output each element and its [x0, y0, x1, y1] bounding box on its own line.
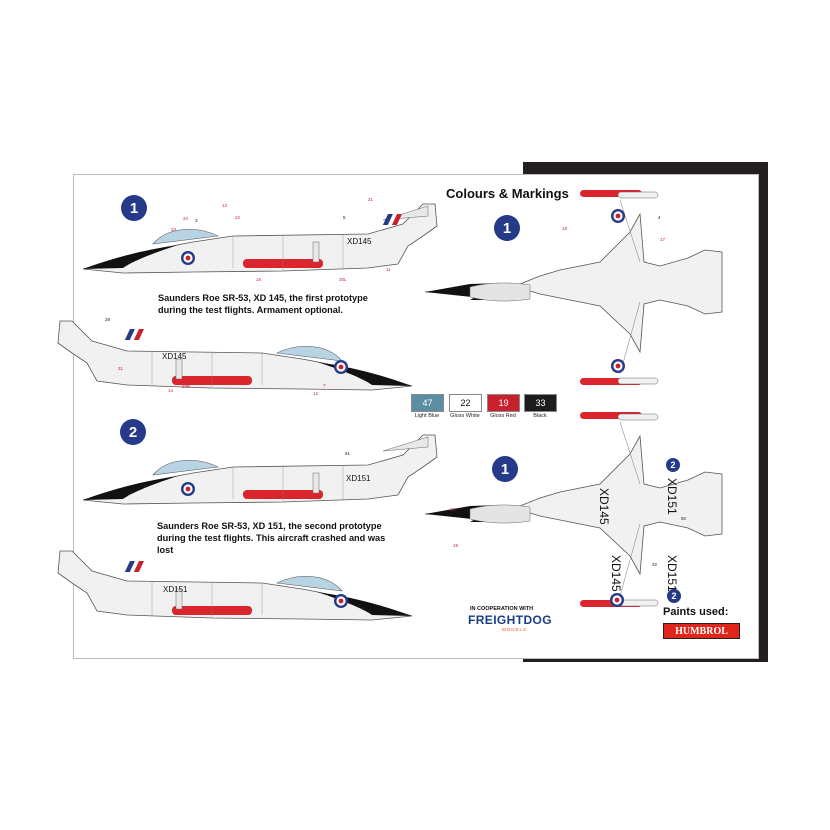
- paint-label-light-blue: Light Blue: [414, 413, 440, 419]
- scheme1-left-serial: XD145: [347, 237, 372, 246]
- paint-swatch-gloss-red: 19: [487, 394, 520, 412]
- svg-text:7: 7: [323, 383, 326, 388]
- svg-text:28: 28: [105, 317, 111, 322]
- svg-text:24: 24: [183, 216, 189, 221]
- scheme2-left-profile: [82, 434, 438, 505]
- scheme2-left-serial: XD151: [346, 474, 371, 483]
- svg-text:4: 4: [658, 215, 661, 220]
- svg-text:14: 14: [168, 388, 174, 393]
- svg-text:13: 13: [222, 203, 228, 208]
- scheme1-caption-line2: during the test flights. Armament option…: [158, 305, 343, 315]
- scheme1-badge: 1: [121, 195, 147, 221]
- scheme2-right-serial: XD151: [163, 585, 188, 594]
- plan-small-badge-1: 2: [666, 458, 680, 472]
- plan-bottom-badge: 1: [492, 456, 518, 482]
- svg-text:20L: 20L: [339, 277, 347, 282]
- scheme2-caption-line3: lost: [157, 545, 174, 555]
- plan-upper-serial-1: XD145: [597, 488, 611, 525]
- svg-text:12: 12: [313, 391, 319, 396]
- scheme2-right-profile: [57, 550, 413, 621]
- callouts: 33 24 3 13 22 5 21 11 16 20L 28 31 14 20…: [105, 197, 687, 567]
- scheme2-caption: Saunders Roe SR-53, XD 151, the second p…: [157, 520, 407, 556]
- svg-text:5: 5: [343, 215, 346, 220]
- plan-upper-serial-2: XD145: [609, 555, 623, 592]
- svg-text:51: 51: [345, 451, 351, 456]
- plan-small-badge-2: 2: [667, 589, 681, 603]
- svg-text:31: 31: [118, 366, 124, 371]
- plan-top-badge: 1: [494, 215, 520, 241]
- scheme2-caption-line1: Saunders Roe SR-53, XD 151, the second p…: [157, 521, 382, 531]
- paints-used-label: Paints used:: [663, 606, 729, 618]
- paint-label-gloss-red: Gloss Red: [490, 413, 516, 419]
- paint-label-gloss-white: Gloss White: [450, 413, 480, 419]
- svg-text:11: 11: [386, 267, 391, 272]
- scheme1-caption-line1: Saunders Roe SR-53, XD 145, the first pr…: [158, 293, 368, 303]
- paint-label-black: Black: [533, 413, 547, 419]
- scheme1-right-profile: [57, 320, 413, 391]
- paint-swatch-black: 33: [524, 394, 557, 412]
- svg-text:16: 16: [256, 277, 262, 282]
- scheme1-right-serial: XD145: [162, 352, 187, 361]
- freightdog-logo: FREIGHTDOG: [468, 613, 552, 627]
- svg-text:21: 21: [368, 197, 374, 202]
- plan-lower-serial-2: XD151: [665, 555, 679, 592]
- freightdog-logo-sub: MODELS: [502, 627, 528, 632]
- paint-swatch-gloss-white: 22: [449, 394, 482, 412]
- svg-text:32: 32: [652, 562, 658, 567]
- plan-lower-serial-1: XD151: [665, 478, 679, 515]
- scheme2-caption-line2: during the test flights. This aircraft c…: [157, 533, 386, 543]
- svg-text:20R: 20R: [182, 384, 191, 389]
- scheme2-badge: 2: [120, 419, 146, 445]
- plan-view-upper: [424, 189, 723, 386]
- humbrol-logo: HUMBROL: [663, 623, 740, 639]
- svg-text:19: 19: [453, 543, 459, 548]
- page-title: Colours & Markings: [446, 186, 569, 201]
- svg-text:22: 22: [235, 215, 241, 220]
- svg-text:3: 3: [195, 218, 198, 223]
- scheme1-caption: Saunders Roe SR-53, XD 145, the first pr…: [158, 292, 408, 316]
- svg-text:17: 17: [660, 237, 666, 242]
- svg-text:50: 50: [681, 516, 687, 521]
- svg-text:26: 26: [450, 507, 456, 512]
- svg-text:18: 18: [562, 226, 568, 231]
- paint-swatch-light-blue: 47: [411, 394, 444, 412]
- svg-text:33: 33: [171, 227, 177, 232]
- cooperation-label: IN COOPERATION WITH: [470, 606, 534, 612]
